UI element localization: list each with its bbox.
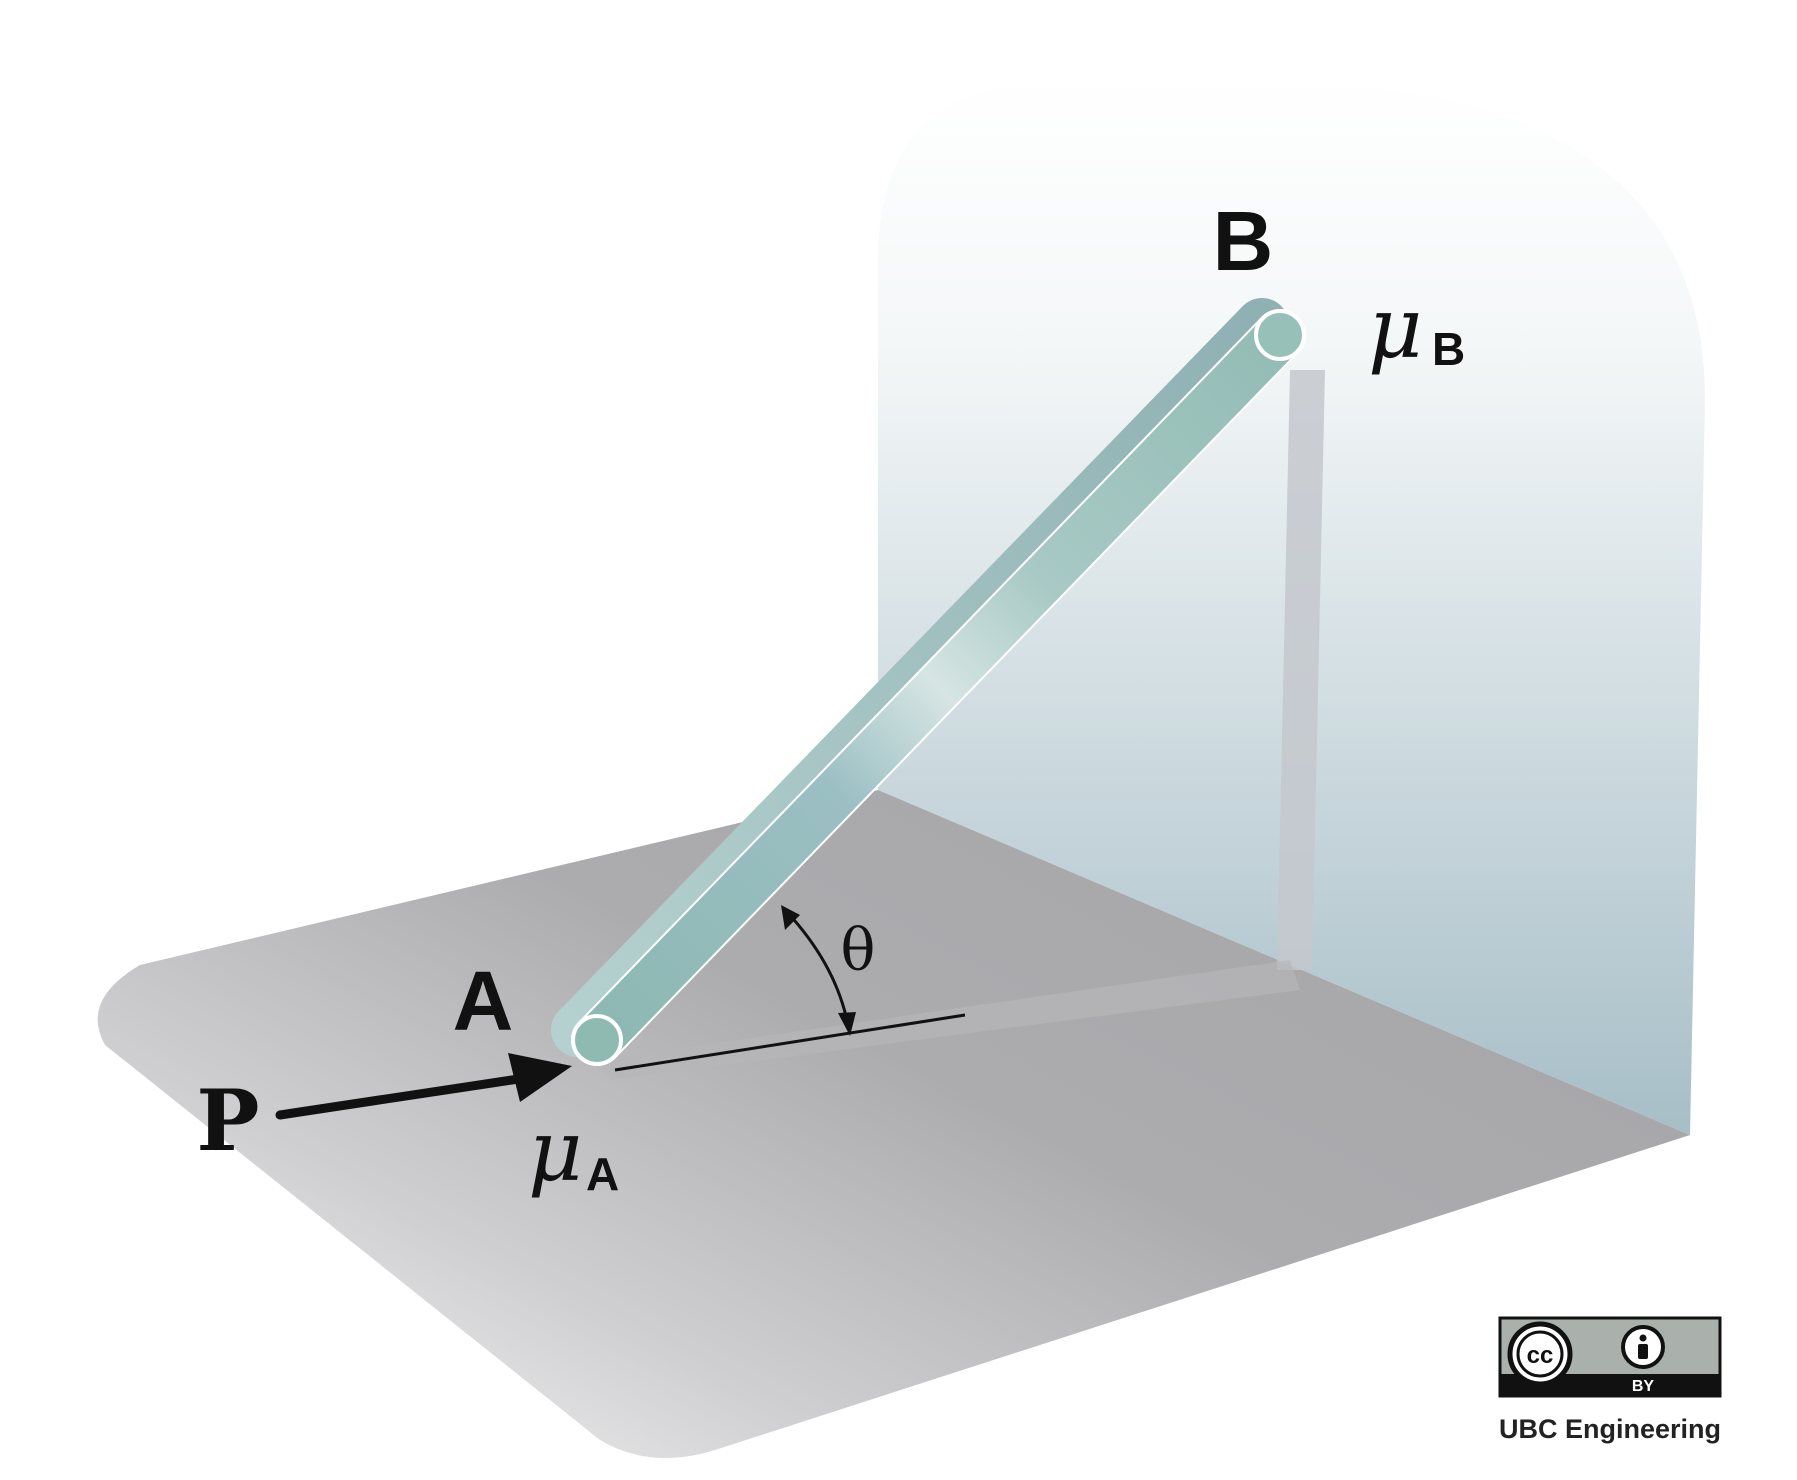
- cc-by-badge: cc BY: [1498, 1316, 1722, 1398]
- rod-shadow-wall: [1277, 370, 1325, 970]
- reference-line: [614, 1013, 966, 1072]
- label-point-b: B: [1213, 194, 1274, 288]
- cc-icon-text: cc: [1527, 1342, 1554, 1369]
- label-point-a: A: [453, 954, 514, 1048]
- rod-end-a: [571, 1014, 623, 1066]
- label-mu-b-symbol: μ: [1368, 279, 1423, 377]
- label-mu-b-subscript: B: [1432, 323, 1465, 375]
- label-mu-a-symbol: μ: [528, 1102, 583, 1200]
- angle-arc: [781, 905, 856, 1036]
- label-angle-theta: θ: [841, 916, 876, 984]
- by-label: BY: [1632, 1378, 1655, 1395]
- rod: [551, 298, 1306, 1066]
- arc-arrowhead-bottom: [838, 1012, 856, 1036]
- credit-ubc-engineering: UBC Engineering: [1499, 1414, 1721, 1444]
- label-force-p: P: [196, 1071, 259, 1170]
- rod-end-b: [1254, 309, 1306, 361]
- force-arrow-p: [275, 1053, 572, 1120]
- label-mu-a-subscript: A: [586, 1148, 619, 1200]
- arc-arrowhead-top: [781, 905, 800, 930]
- rod-shadow-floor: [600, 960, 1300, 1080]
- floor: [97, 790, 1690, 1458]
